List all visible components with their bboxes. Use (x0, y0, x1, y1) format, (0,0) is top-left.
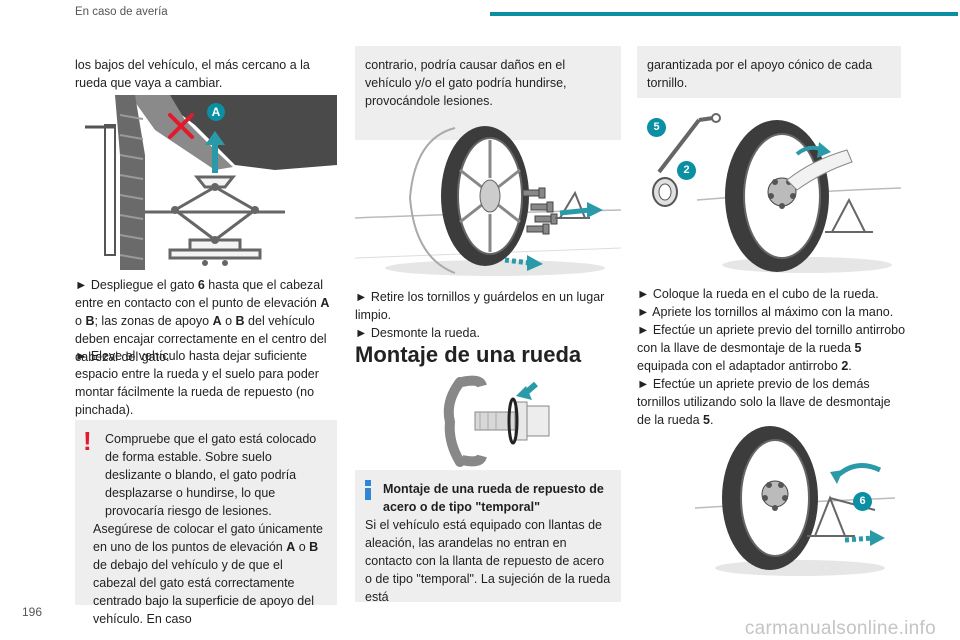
section-title: En caso de avería (75, 6, 168, 18)
step-deploy-jack: ► Despliegue el gato 6 hasta que el cabe… (75, 278, 330, 364)
page-number: 196 (22, 605, 43, 619)
column-1-steps: ► Despliegue el gato 6 hasta que el cabe… (75, 276, 337, 376)
warning-icon: ! (83, 426, 92, 456)
warning-box: ! Compruebe que el gato está colocado de… (75, 420, 337, 626)
intro-text: los bajos del vehículo, el más cercano a… (75, 58, 310, 90)
column-1: los bajos del vehículo, el más cercano a… (75, 56, 337, 102)
watermark: carmanualsonline.info (744, 618, 936, 639)
warning-continuation-text: contrario, podría causar daños en el veh… (365, 58, 567, 108)
header-accent-bar (490, 12, 958, 16)
wheel-mounting-illustration: 5 2 (637, 100, 901, 278)
section-heading-mount-wheel: Montaje de una rueda (355, 342, 582, 367)
column-3-steps: ► Coloque la rueda en el cubo de la rued… (637, 285, 907, 429)
warning-text-1: Compruebe que el gato está colocado de f… (105, 432, 317, 518)
info-icon (365, 480, 371, 500)
info-continuation-text: garantizada por el apoyo cónico de cada … (647, 58, 873, 90)
label-a: A (211, 105, 221, 119)
badge-2: 2 (677, 161, 696, 180)
step-remove-bolts: ► Retire los tornillos y guárdelos en un… (355, 290, 605, 322)
step-remove-wheel: ► Desmonte la rueda. (355, 326, 480, 340)
step-other-bolts: ► Efectúe un apriete previo de los demás… (637, 377, 891, 427)
step-tighten-hand: ► Apriete los tornillos al máximo con la… (637, 305, 894, 319)
info-title: Montaje de una rueda de repuesto de acer… (383, 482, 604, 514)
step-place-wheel: ► Coloque la rueda en el cubo de la rued… (637, 287, 879, 301)
bolt-washer-illustration (440, 372, 560, 468)
info-continuation-box: garantizada por el apoyo cónico de cada … (637, 46, 901, 98)
wheel-tightening-illustration: 6 (695, 418, 895, 580)
badge-5: 5 (647, 118, 666, 137)
step-antitheft-bolt: ► Efectúe un apriete previo del tornillo… (637, 323, 906, 373)
jack-illustration: A (75, 95, 337, 270)
warning-continuation-box: contrario, podría causar daños en el veh… (355, 46, 621, 140)
info-body: Si el vehículo está equipado con llantas… (365, 518, 611, 604)
warning-text-2: Asegúrese de colocar el gato únicamente … (93, 522, 324, 626)
info-box: Montaje de una rueda de repuesto de acer… (355, 470, 621, 604)
badge-6: 6 (853, 492, 872, 511)
wheel-removal-illustration (355, 118, 621, 280)
step-raise: ► Eleve el vehículo hasta dejar suficien… (75, 349, 319, 417)
column-2-steps: ► Retire los tornillos y guárdelos en un… (355, 288, 621, 352)
